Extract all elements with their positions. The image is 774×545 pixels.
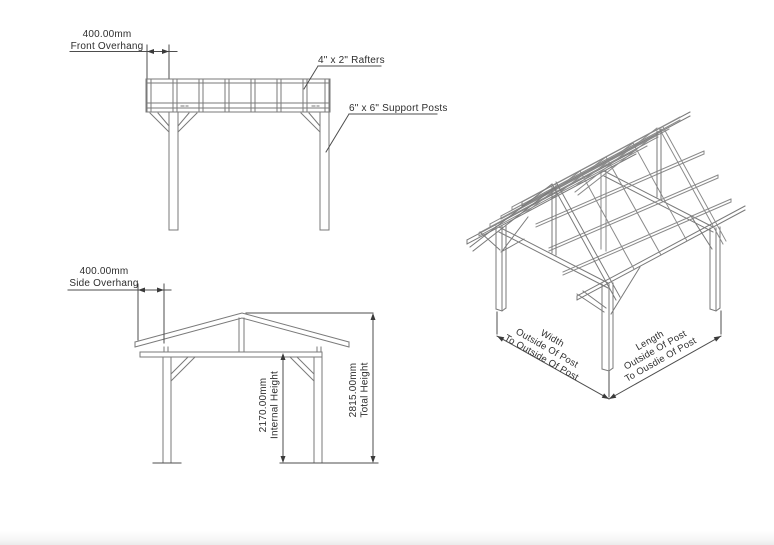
bottom-page-fade (0, 531, 774, 545)
total-height-dimension: 2815.00mm Total Height (348, 313, 376, 463)
front-overhang-dimension: 400.00mm Front Overhang (69, 29, 178, 79)
side-left-post (162, 356, 172, 464)
front-elevation-view: 400.00mm Front Overhang 4" x 2" Rafters … (69, 29, 448, 231)
side-elevation-view: 400.00mm Side Overhang 2170.00mm Interna… (67, 266, 379, 464)
side-overhang-dimension: 400.00mm Side Overhang (67, 266, 172, 344)
rafters-callout: 4" x 2" Rafters (303, 55, 385, 90)
internal-height-label: Internal Height (270, 371, 281, 439)
support-posts-callout: 6" x 6" Support Posts (325, 103, 448, 153)
total-height-value: 2815.00mm (348, 363, 359, 418)
total-height-label: Total Height (360, 362, 371, 417)
iso-back-post (600, 169, 607, 252)
iso-front-post (601, 282, 614, 372)
support-posts-label: 6" x 6" Support Posts (349, 103, 448, 114)
front-overhang-value: 400.00mm (83, 29, 132, 40)
iso-left-post (495, 224, 507, 312)
front-left-post (168, 111, 179, 231)
front-overhang-label: Front Overhang (71, 41, 144, 52)
front-right-post (319, 111, 330, 231)
side-right-post (313, 356, 323, 464)
iso-length-dimension: Length Outside Of Post To Ousdie Of Post (608, 310, 722, 400)
isometric-view: Width Outside Of Post To Outside Of Post… (466, 111, 746, 400)
rafters-label: 4" x 2" Rafters (318, 55, 385, 66)
iso-right-post (709, 226, 721, 312)
side-overhang-label: Side Overhang (69, 278, 138, 289)
iso-width-dimension: Width Outside Of Post To Outside Of Post (496, 311, 610, 400)
internal-height-value: 2170.00mm (258, 378, 269, 433)
internal-height-dimension: 2170.00mm Internal Height (258, 353, 286, 463)
side-overhang-value: 400.00mm (80, 266, 129, 277)
